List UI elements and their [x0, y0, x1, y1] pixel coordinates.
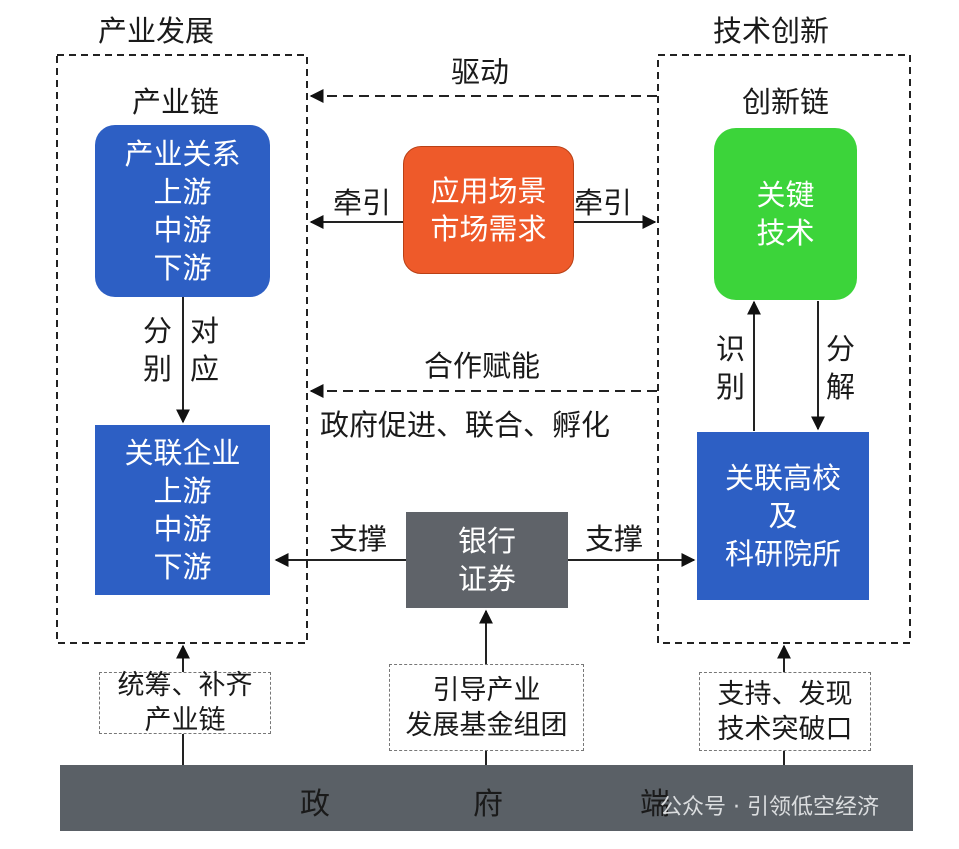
- note-line: 技术突破口: [717, 713, 853, 745]
- box-line: 上游: [153, 474, 212, 508]
- box-line: 科研院所: [724, 537, 841, 571]
- box-line: 中游: [153, 213, 212, 247]
- coop-label: 合作赋能: [424, 349, 541, 383]
- related-enterprise-box: 关联企业 上游 中游 下游: [95, 425, 270, 595]
- bank-box: 银行 证券: [406, 512, 568, 608]
- identify-char: 识: [716, 332, 746, 366]
- decompose-char: 解: [826, 370, 856, 404]
- note-line: 发展基金组团: [405, 709, 568, 741]
- box-line: 银行: [457, 524, 516, 558]
- pull-right-label: 牵引: [574, 186, 633, 220]
- box-line: 关键: [756, 178, 815, 212]
- respective-label-col2: 对 应: [190, 312, 219, 388]
- box-line: 下游: [153, 251, 212, 285]
- respective-char: 分: [143, 314, 173, 348]
- government-bar: [60, 765, 913, 831]
- note-line: 产业链: [144, 705, 226, 736]
- respective-label-col1: 分 别: [143, 312, 172, 388]
- industry-frame: [56, 54, 308, 644]
- support-left-label: 支撑: [329, 522, 388, 556]
- coordinate-note: 统筹、补齐 产业链: [99, 670, 271, 736]
- identify-label: 识 别: [716, 330, 745, 406]
- watermark-text: 公众号 · 引领低空经济: [660, 795, 879, 820]
- box-line: 中游: [153, 512, 212, 546]
- box-line: 及: [768, 499, 798, 533]
- box-line: 关联企业: [124, 436, 241, 470]
- tech-title: 技术创新: [713, 14, 830, 48]
- respective-char: 对: [190, 314, 220, 348]
- guide-fund-note: 引导产业 发展基金组团: [389, 664, 584, 751]
- box-line: 证券: [457, 562, 516, 596]
- note-line: 支持、发现: [717, 678, 853, 710]
- industry-chain-label: 产业链: [132, 85, 220, 119]
- identify-char: 别: [716, 370, 746, 404]
- respective-char: 别: [143, 352, 173, 386]
- support-right-label: 支撑: [585, 522, 644, 556]
- innovation-chain-label: 创新链: [742, 85, 830, 119]
- box-line: 技术: [756, 216, 815, 250]
- pull-left-label: 牵引: [333, 186, 392, 220]
- application-box: 应用场景 市场需求: [403, 146, 574, 274]
- note-line: 引导产业: [432, 674, 541, 706]
- box-line: 下游: [153, 550, 212, 584]
- key-tech-box: 关键 技术: [714, 128, 857, 300]
- box-line: 产业关系: [124, 137, 241, 171]
- gov-char-1: 政: [300, 787, 330, 822]
- universities-box: 关联高校 及 科研院所: [697, 432, 869, 600]
- box-line: 市场需求: [430, 212, 547, 246]
- drive-label: 驱动: [451, 55, 510, 89]
- gov-promote-label: 政府促进、联合、孵化: [320, 408, 611, 442]
- note-line: 统筹、补齐: [117, 670, 253, 701]
- box-line: 关联高校: [724, 461, 841, 495]
- decompose-char: 分: [826, 332, 856, 366]
- tech-frame: [657, 54, 911, 644]
- industry-relation-box: 产业关系 上游 中游 下游: [95, 125, 270, 297]
- support-tech-note: 支持、发现 技术突破口: [699, 672, 871, 751]
- box-line: 应用场景: [430, 174, 547, 208]
- gov-char-3: 端: [640, 787, 670, 822]
- gov-char-2: 府: [473, 787, 503, 822]
- respective-char: 应: [190, 352, 220, 386]
- decompose-label: 分 解: [826, 330, 855, 406]
- box-line: 上游: [153, 175, 212, 209]
- industry-title: 产业发展: [98, 14, 215, 48]
